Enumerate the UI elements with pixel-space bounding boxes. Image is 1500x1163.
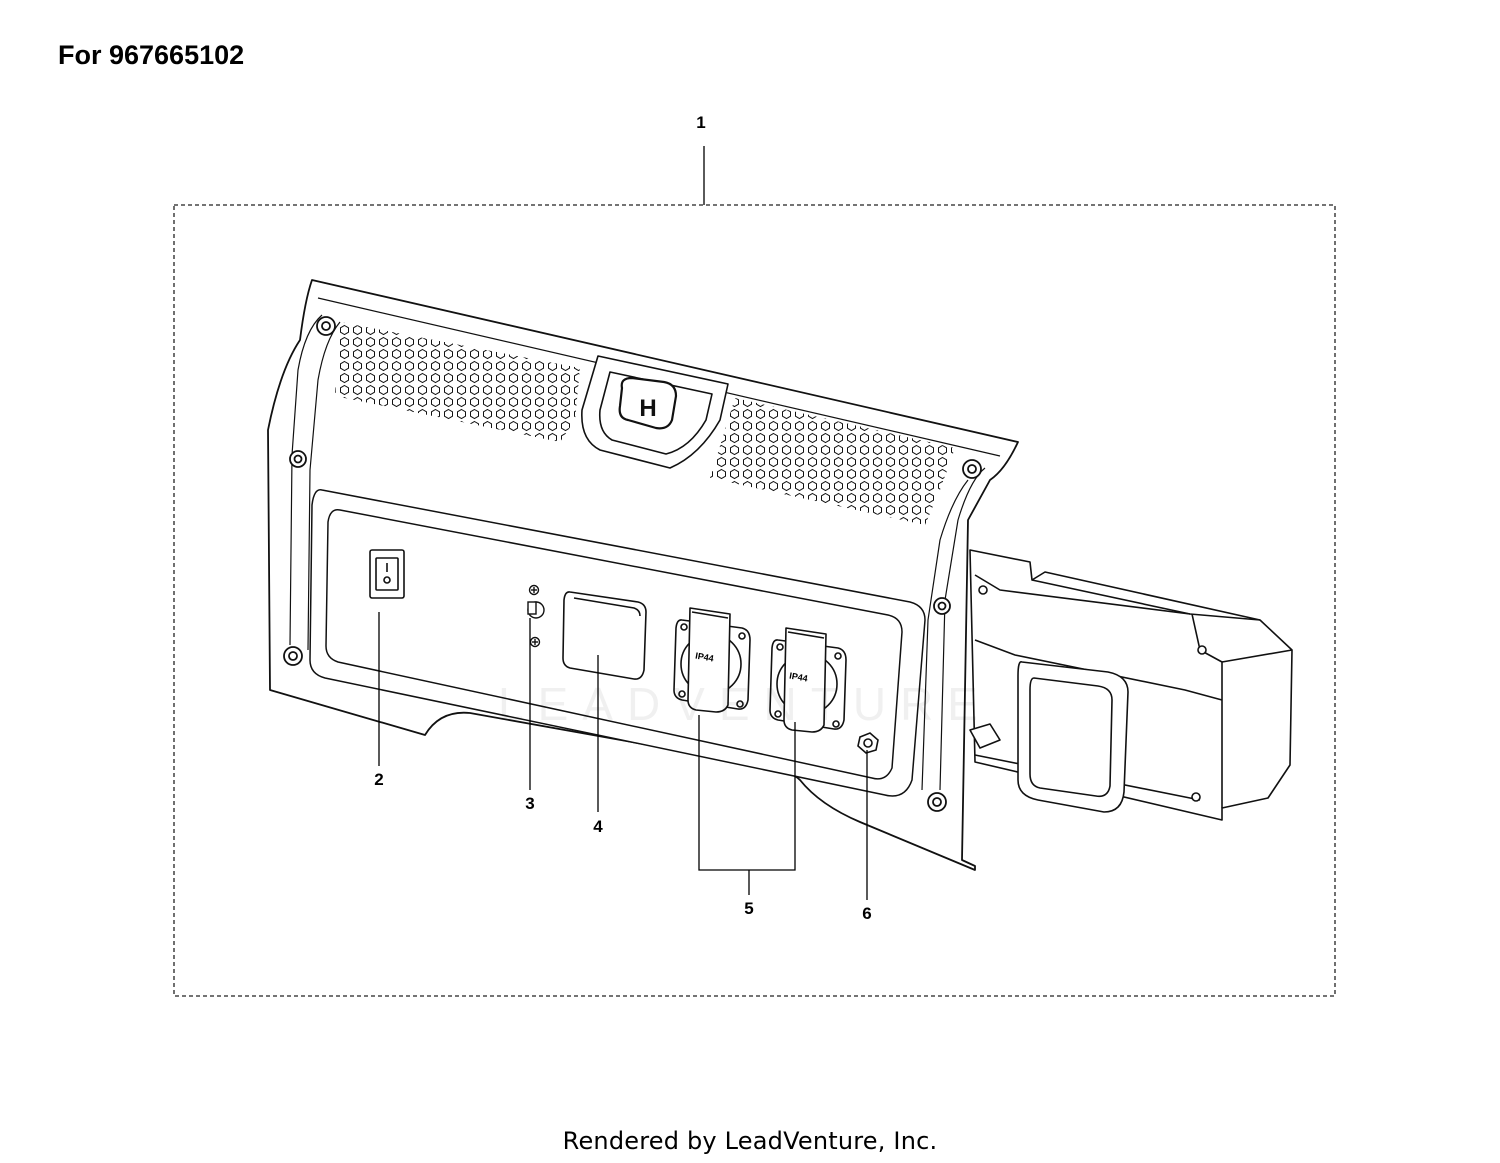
socket-label-1: IP44: [695, 651, 715, 664]
leader-lines: [378, 612, 868, 900]
callout-5: 5: [744, 899, 753, 918]
footer-credit: Rendered by LeadVenture, Inc.: [562, 1127, 938, 1155]
callout-3: 3: [525, 794, 534, 813]
rear-housing: [969, 549, 1293, 821]
outlet-socket-2: [769, 627, 847, 733]
callout-1: 1: [696, 113, 705, 132]
page-title: For 967665102: [58, 40, 245, 70]
leader-line-5: [698, 715, 796, 895]
ground-terminal: [857, 732, 879, 754]
logo-h-mark: H: [639, 395, 656, 422]
outlet-socket-1: [673, 607, 751, 713]
watermark: LEADVENTURE: [498, 678, 992, 730]
cover-plate: [562, 591, 647, 680]
callout-4: 4: [593, 817, 603, 836]
power-switch: [369, 549, 405, 599]
callout-2: 2: [374, 770, 383, 789]
ventilation-grille-left: [335, 322, 580, 442]
assembly-boundary: [173, 204, 1336, 997]
callout-6: 6: [862, 904, 871, 923]
brand-logo: H: [581, 355, 729, 469]
circuit-breaker: [527, 584, 545, 648]
socket-label-2: IP44: [789, 671, 809, 684]
ventilation-grille-right: [710, 398, 955, 525]
